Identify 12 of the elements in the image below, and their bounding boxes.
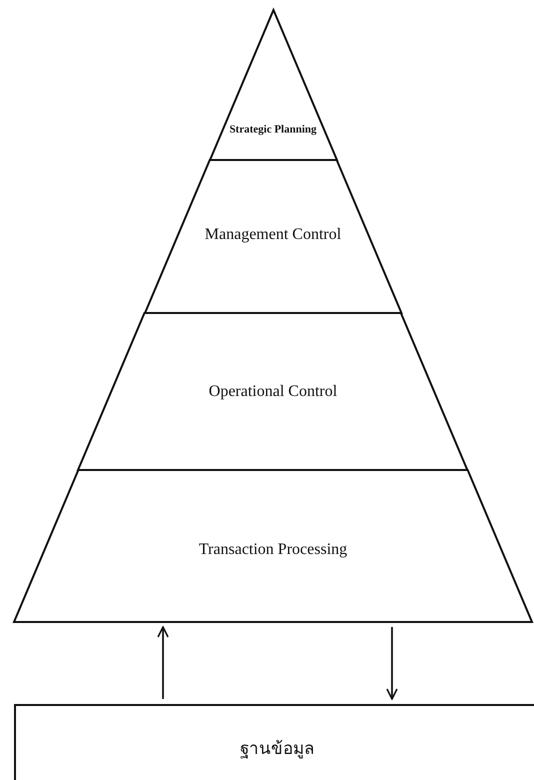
box-label: ฐานข้อมูล bbox=[239, 738, 315, 760]
pyramid-level bbox=[78, 313, 468, 470]
pyramid-level bbox=[210, 10, 336, 160]
level-label: Strategic Planning bbox=[228, 122, 318, 138]
level-label: Transaction Processing bbox=[198, 540, 348, 560]
level-label: Management Control bbox=[204, 224, 342, 245]
level-label: Operational Control bbox=[208, 382, 338, 402]
arrow bbox=[386, 627, 398, 700]
arrow bbox=[157, 626, 169, 699]
pyramid-level bbox=[14, 470, 532, 622]
database-box bbox=[14, 704, 534, 780]
pyramid-level bbox=[144, 160, 402, 313]
